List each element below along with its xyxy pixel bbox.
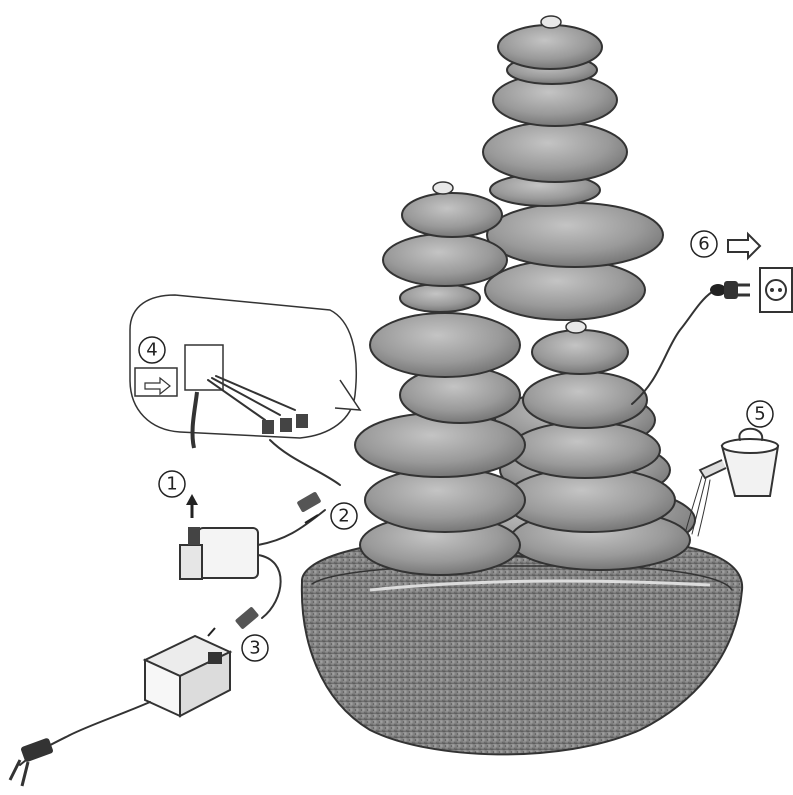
- step-label-4: 4: [139, 337, 165, 363]
- svg-text:5: 5: [754, 404, 765, 425]
- top-led-light: [541, 16, 561, 28]
- power-cable-connector: [235, 606, 260, 629]
- fountain-power-cord: [632, 292, 712, 404]
- fountain-bowl: [302, 538, 742, 754]
- transformer-arrow: [208, 628, 215, 636]
- pump-cable-connector: [296, 491, 321, 512]
- transformer: [145, 636, 230, 716]
- watering-can-icon: [686, 429, 778, 536]
- transformer-plug-icon: [10, 737, 54, 786]
- svg-text:4: 4: [146, 340, 157, 361]
- water-pump: [180, 527, 258, 579]
- fountain: [302, 16, 742, 754]
- right-led-light: [566, 321, 586, 333]
- step-label-5: 5: [747, 401, 773, 427]
- pump-power-cable: [258, 555, 281, 618]
- step-label-1: 1: [159, 471, 185, 497]
- svg-text:6: 6: [698, 234, 709, 255]
- step-label-3: 3: [242, 635, 268, 661]
- cable-connector-b: [280, 418, 292, 432]
- right-arrow-icon: [728, 234, 760, 258]
- right-stone-stack: [505, 321, 690, 570]
- pump-led-cable: [258, 510, 325, 545]
- cable-connector-a: [262, 420, 274, 434]
- cable-connector-c: [296, 414, 308, 428]
- fountain-back-panel: [185, 345, 223, 390]
- detail-callout: [130, 295, 360, 485]
- svg-text:3: 3: [249, 638, 260, 659]
- step-label-2: 2: [331, 503, 357, 529]
- svg-text:1: 1: [166, 474, 177, 495]
- step-label-6: 6: [691, 231, 717, 257]
- power-plug-icon: [710, 281, 750, 299]
- left-led-light: [433, 182, 453, 194]
- direction-label-box: [135, 368, 177, 396]
- svg-text:2: 2: [338, 506, 349, 527]
- wall-socket-icon: [760, 268, 792, 312]
